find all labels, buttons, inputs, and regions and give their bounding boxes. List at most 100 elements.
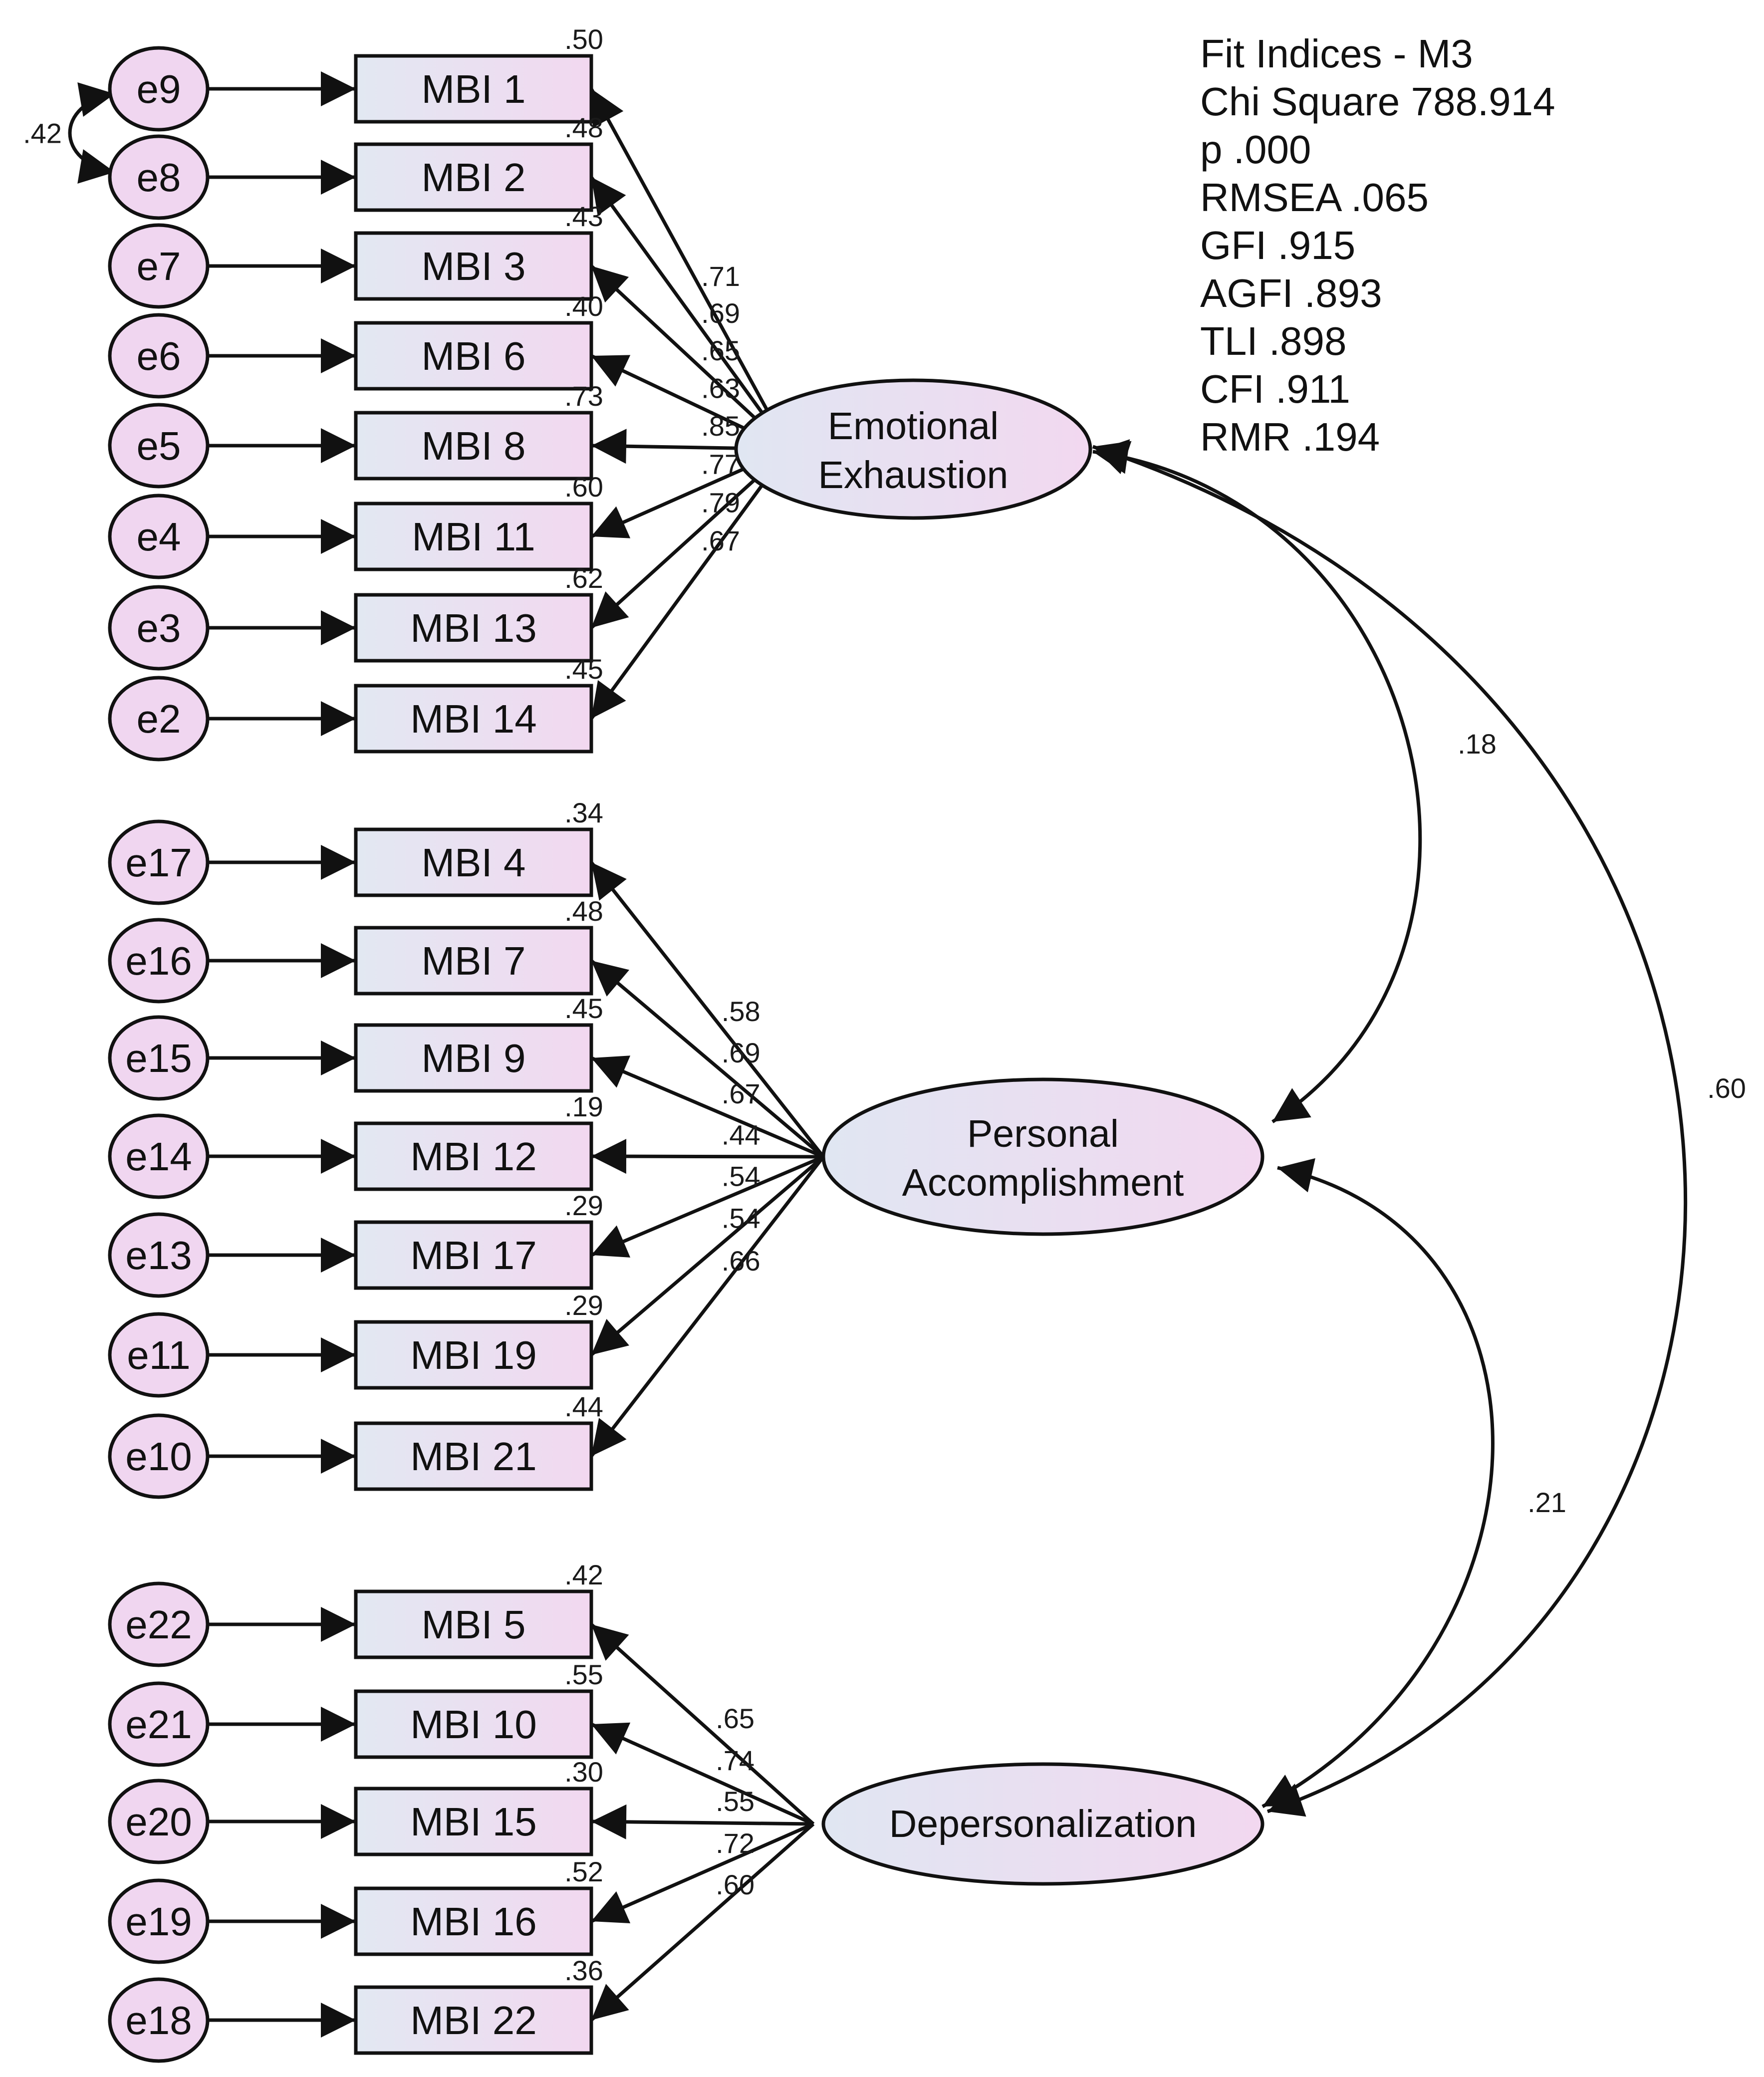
error-node-e2: e2 <box>108 676 210 762</box>
loading-mbi-13: .79 <box>701 487 740 518</box>
loading-mbi-10: .74 <box>716 1745 755 1776</box>
error-label: e11 <box>127 1333 191 1377</box>
error-node-e7: e7 <box>108 223 210 309</box>
error-node-e15: e15 <box>108 1015 210 1101</box>
item-label: MBI 2 <box>422 155 526 200</box>
error-circle <box>108 1413 210 1499</box>
latent-label: Exhaustion <box>818 454 1008 497</box>
error-label: e22 <box>125 1602 192 1647</box>
item-box <box>354 1220 593 1290</box>
r-squared-mbi-3: .43 <box>564 201 603 232</box>
error-circle <box>108 1015 210 1101</box>
error-circle <box>108 223 210 309</box>
loading-path-pa-mbi-9 <box>590 1055 824 1159</box>
error-node-e5: e5 <box>108 403 210 489</box>
loading-mbi-21: .66 <box>722 1245 760 1277</box>
loading-mbi-3: .65 <box>701 335 740 366</box>
item-label: MBI 8 <box>422 424 526 468</box>
item-label: MBI 7 <box>422 939 526 983</box>
error-circle <box>108 1581 210 1667</box>
loading-mbi-6: .63 <box>701 372 740 404</box>
item-box <box>354 1886 593 1956</box>
loading-mbi-5: .65 <box>716 1703 755 1734</box>
item-label: MBI 9 <box>422 1036 526 1080</box>
loading-mbi-4: .58 <box>722 996 760 1027</box>
item-label: MBI 14 <box>410 697 536 741</box>
error-node-e8: e8 <box>108 134 210 220</box>
item-label: MBI 1 <box>422 67 526 111</box>
item-node-mbi-11: MBI 11 <box>354 502 593 571</box>
error-label: e16 <box>125 939 192 983</box>
r-squared-mbi-7: .48 <box>564 895 603 927</box>
latent-ellipse <box>821 1077 1264 1236</box>
item-box <box>354 684 593 754</box>
loading-mbi-22: .60 <box>716 1869 755 1900</box>
error-label: e20 <box>125 1800 192 1844</box>
error-node-e20: e20 <box>108 1779 210 1864</box>
item-box <box>354 1320 593 1390</box>
item-label: MBI 12 <box>410 1134 536 1179</box>
item-box <box>354 1421 593 1491</box>
item-label: MBI 10 <box>410 1702 536 1747</box>
item-node-mbi-14: MBI 14 <box>354 684 593 754</box>
error-circle <box>108 819 210 905</box>
edges-layer <box>68 71 1687 2038</box>
item-box <box>354 411 593 481</box>
item-box <box>354 231 593 301</box>
loading-path-dp-mbi-16 <box>590 1822 814 1923</box>
error-label: e10 <box>125 1434 192 1479</box>
error-label: e19 <box>125 1899 192 1944</box>
latent-label: Personal <box>967 1112 1119 1155</box>
loading-path-dp-mbi-5 <box>590 1623 815 1825</box>
error-node-e9: e9 <box>108 46 210 132</box>
item-label: MBI 11 <box>412 515 535 559</box>
error-label: e9 <box>137 67 181 111</box>
r-squared-mbi-17: .29 <box>564 1190 603 1221</box>
item-box <box>354 502 593 571</box>
item-node-mbi-22: MBI 22 <box>354 1985 593 2055</box>
error-label: e5 <box>137 424 181 468</box>
item-box <box>354 1589 593 1659</box>
item-label: MBI 3 <box>422 244 526 288</box>
error-label: e7 <box>137 244 181 288</box>
r-squared-mbi-5: .42 <box>564 1559 603 1590</box>
item-node-mbi-6: MBI 6 <box>354 321 593 391</box>
error-circle <box>108 676 210 762</box>
fit-index-line: AGFI .893 <box>1200 271 1382 315</box>
item-label: MBI 13 <box>410 606 536 650</box>
loading-path-pa-mbi-7 <box>590 959 825 1158</box>
error-node-e11: e11 <box>108 1312 210 1398</box>
r-squared-mbi-8: .73 <box>564 380 603 412</box>
error-label: e21 <box>125 1702 192 1747</box>
latent-ellipse <box>821 1762 1264 1886</box>
loading-path-ee-mbi-14 <box>590 448 790 720</box>
item-node-mbi-1: MBI 1 <box>354 54 593 124</box>
latent-label: Emotional <box>828 405 999 448</box>
fit-index-line: Fit Indices - M3 <box>1200 31 1473 76</box>
r-squared-mbi-21: .44 <box>564 1391 603 1422</box>
error-node-e22: e22 <box>108 1581 210 1667</box>
item-box <box>354 54 593 124</box>
covariance-value-e9-e8: .42 <box>23 118 62 149</box>
loading-path-pa-mbi-4 <box>590 861 825 1158</box>
item-label: MBI 5 <box>422 1602 526 1647</box>
r-squared-mbi-15: .30 <box>564 1756 603 1788</box>
item-label: MBI 4 <box>422 840 526 885</box>
correlation-value-pa-dp: .21 <box>1527 1487 1566 1518</box>
item-box <box>354 142 593 212</box>
error-circle <box>108 134 210 220</box>
r-squared-mbi-19: .29 <box>564 1290 603 1321</box>
correlation-value-ee-dp: .60 <box>1707 1072 1746 1104</box>
loading-mbi-8: .85 <box>701 410 740 442</box>
error-circle <box>108 585 210 671</box>
error-label: e3 <box>137 606 181 650</box>
latent-node-dp: Depersonalization <box>821 1762 1264 1886</box>
item-node-mbi-13: MBI 13 <box>354 593 593 663</box>
loading-mbi-17: .54 <box>722 1161 760 1192</box>
error-label: e2 <box>137 697 181 741</box>
loading-path-dp-mbi-15 <box>591 1804 814 1839</box>
